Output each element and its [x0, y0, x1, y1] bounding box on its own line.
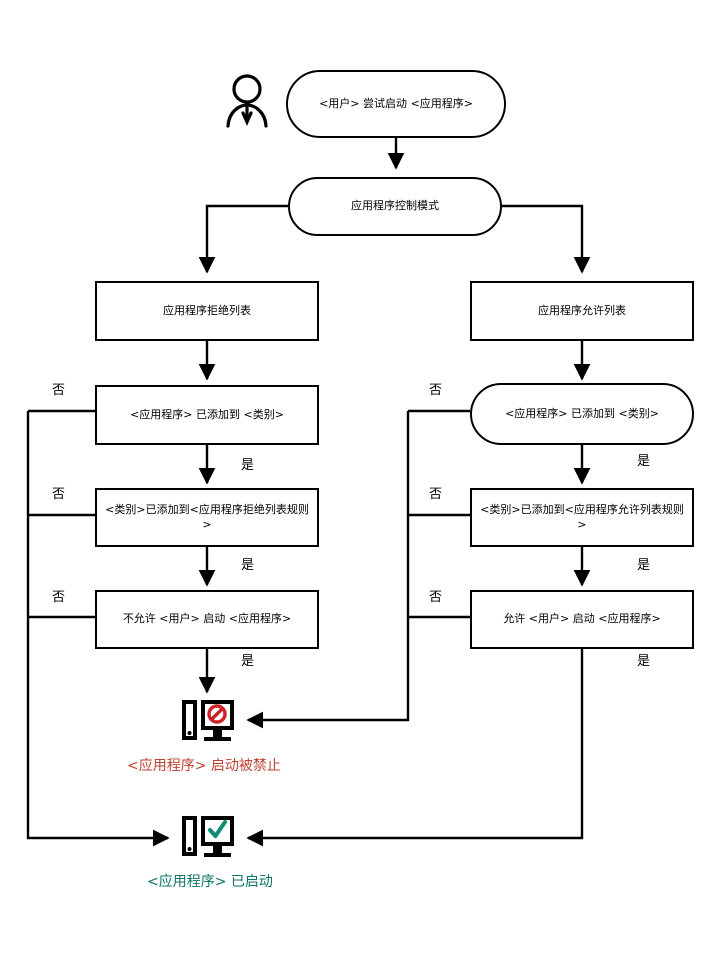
node-allow-launch[interactable]: 允许 <用户> 启动 <应用程序>	[470, 590, 694, 649]
node-allow-launch-label: 允许 <用户> 启动 <应用程序>	[503, 612, 661, 626]
edge-label-allow-rule-no: 否	[429, 487, 443, 502]
node-allow-list[interactable]: 应用程序允许列表	[470, 281, 694, 341]
edge-left-no-rail	[26, 411, 170, 847]
node-start-label: <用户> 尝试启动 <应用程序>	[319, 96, 473, 110]
computer-blocked-icon	[182, 700, 234, 741]
edge-label-deny-launch-no: 否	[52, 590, 66, 605]
node-deny-list-label: 应用程序拒绝列表	[163, 303, 251, 317]
edge-label-deny-rule-no: 否	[52, 487, 66, 502]
edge-label-deny-category-yes: 是	[241, 458, 255, 473]
edge-label-allow-launch-yes: 是	[637, 654, 651, 669]
edge-allowlaunch-yes-to-started	[246, 649, 584, 847]
edge-label-allow-rule-yes: 是	[637, 558, 651, 573]
node-allow-list-label: 应用程序允许列表	[538, 303, 626, 317]
node-deny-rule-label: <类别>已添加到<应用程序拒绝列表规则>	[105, 502, 309, 531]
edge-label-deny-category-no: 否	[52, 383, 66, 398]
edge-mode-to-denylist	[198, 204, 288, 274]
node-deny-category[interactable]: <应用程序> 已添加到 <类别>	[95, 385, 319, 445]
node-allow-category[interactable]: <应用程序> 已添加到 <类别>	[470, 383, 694, 445]
edge-label-deny-launch-yes: 是	[241, 654, 255, 669]
node-deny-list[interactable]: 应用程序拒绝列表	[95, 281, 319, 341]
user-stick-figure-icon	[226, 74, 268, 128]
node-deny-category-label: <应用程序> 已添加到 <类别>	[130, 407, 284, 421]
edge-label-allow-category-yes: 是	[637, 454, 651, 469]
edge-label-deny-rule-yes: 是	[241, 558, 255, 573]
edge-label-allow-category-no: 否	[429, 383, 443, 398]
edge-label-allow-launch-no: 否	[429, 590, 443, 605]
node-control-mode[interactable]: 应用程序控制模式	[288, 177, 502, 236]
edge-right-no-rail	[246, 411, 410, 729]
result-label-started: <应用程序> 已启动	[147, 874, 273, 890]
result-label-blocked: <应用程序> 启动被禁止	[127, 758, 281, 774]
node-allow-rule[interactable]: <类别>已添加到<应用程序允许列表规则>	[470, 488, 694, 547]
computer-check-icon	[182, 816, 234, 857]
node-deny-rule[interactable]: <类别>已添加到<应用程序拒绝列表规则>	[95, 488, 319, 547]
edge-mode-to-allowlist	[501, 204, 591, 274]
node-control-mode-label: 应用程序控制模式	[351, 199, 439, 213]
node-allow-category-label: <应用程序> 已添加到 <类别>	[505, 406, 659, 420]
node-deny-launch-label: 不允许 <用户> 启动 <应用程序>	[122, 612, 292, 626]
node-deny-launch[interactable]: 不允许 <用户> 启动 <应用程序>	[95, 590, 319, 649]
node-start[interactable]: <用户> 尝试启动 <应用程序>	[286, 70, 506, 138]
node-allow-rule-label: <类别>已添加到<应用程序允许列表规则>	[480, 502, 684, 531]
